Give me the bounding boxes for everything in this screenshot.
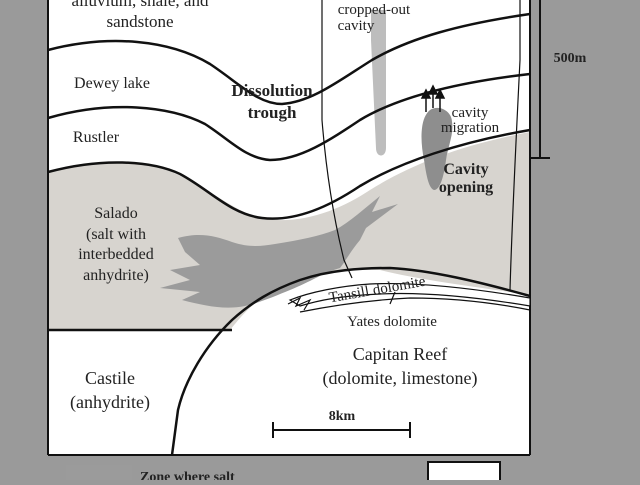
label-cavity-mig-1: cavity [452, 105, 489, 121]
salt-dissolution-zone [160, 196, 398, 308]
capitan-reef-outline [170, 266, 531, 456]
label-castile-2: (anhydrite) [70, 392, 150, 413]
label-cropped-out: cropped-out [338, 2, 411, 18]
yates-leader [389, 291, 396, 305]
borehole-right [509, 0, 521, 291]
label-salado-2: (salt with [86, 226, 146, 243]
label-yates: Yates dolomite [347, 314, 437, 330]
legend-salt-label: Zone where salt [140, 470, 235, 480]
boundary-rustler-salado [47, 128, 531, 220]
tansill-dolomite-band [288, 282, 531, 307]
label-salado-1: Salado [94, 205, 138, 222]
zigzag-fault [287, 296, 312, 311]
label-trough: trough [248, 103, 297, 122]
legend-salt-swatch [66, 465, 132, 483]
label-8km: 8km [329, 409, 356, 424]
label-cavity: cavity [338, 18, 375, 34]
cropped-out-cavity [371, 10, 386, 156]
label-dewey-lake: Dewey lake [74, 75, 150, 92]
label-cavity-opening-2: opening [439, 179, 493, 196]
yates-dolomite-line [299, 297, 531, 313]
label-migration: migration [441, 120, 500, 136]
cavity-migration-arrows [420, 84, 446, 112]
label-cavity-opening-1: Cavity [443, 161, 488, 178]
label-dissolution: Dissolution [231, 81, 313, 100]
label-castile-1: Castile [85, 368, 135, 388]
label-500m: 500m [554, 51, 587, 66]
boundary-dewey-rustler [47, 72, 531, 162]
borehole-left [321, 0, 353, 279]
legend-box-right [427, 461, 501, 485]
cavity-blob [421, 107, 453, 190]
label-capitan-1: Capitan Reef [353, 344, 447, 364]
label-salado-3: interbedded [78, 246, 154, 263]
boundary-alluvium-dewey [47, 12, 531, 106]
label-capitan-2: (dolomite, limestone) [323, 368, 478, 389]
vertical-scale-bar [530, 0, 550, 159]
label-alluvium-1: alluvium, shale, and [72, 0, 209, 10]
label-rustler: Rustler [73, 129, 120, 146]
horizontal-scale-bar [272, 422, 411, 438]
label-alluvium-2: sandstone [106, 12, 173, 31]
label-salado-4: anhydrite) [83, 267, 149, 284]
salado-salt-zone [48, 132, 530, 330]
